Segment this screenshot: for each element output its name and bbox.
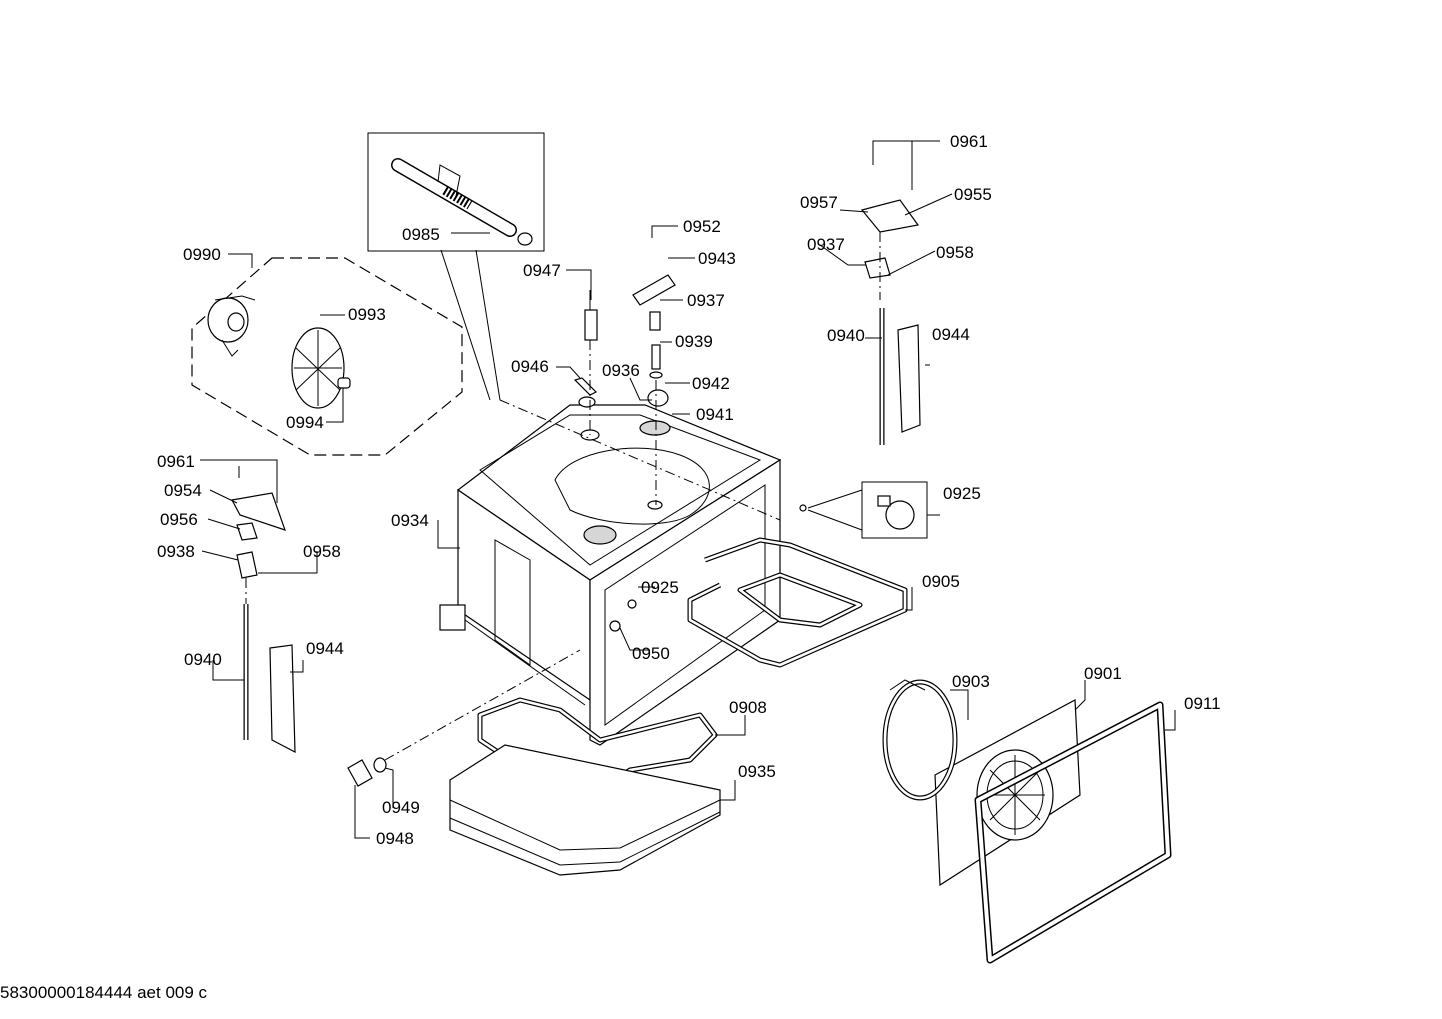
label-0947: 0947 — [523, 261, 561, 280]
label-0950: 0950 — [632, 644, 670, 663]
label-0936: 0936 — [602, 361, 640, 380]
ring-element-0903 — [882, 679, 958, 801]
label-0955: 0955 — [954, 185, 992, 204]
label-0994: 0994 — [286, 413, 324, 432]
label-0937-top: 0937 — [687, 291, 725, 310]
door-seal-0911 — [974, 701, 1172, 964]
label-0901: 0901 — [1084, 664, 1122, 683]
label-0946: 0946 — [511, 357, 549, 376]
oven-cavity — [439, 404, 782, 746]
lamp-holder-0948 — [347, 599, 637, 787]
label-0942: 0942 — [692, 374, 730, 393]
label-0938: 0938 — [157, 542, 195, 561]
part-labels: 0985 0990 0993 0994 0947 0952 0943 0937 … — [157, 132, 1221, 848]
label-0903: 0903 — [952, 672, 990, 691]
label-0939: 0939 — [675, 332, 713, 351]
label-0954: 0954 — [164, 481, 202, 500]
label-0908: 0908 — [729, 698, 767, 717]
grill-element-0905 — [687, 537, 908, 668]
label-0937-right: 0937 — [807, 235, 845, 254]
lamp-inset-0925 — [799, 481, 928, 539]
fan-assembly-group — [191, 257, 463, 456]
label-0940-right: 0940 — [827, 326, 865, 345]
top-components — [573, 274, 676, 505]
inset-0985-detail — [367, 132, 545, 401]
document-id-footer: 58300000184444 aet 009 c — [0, 983, 208, 1002]
label-0911: 0911 — [1184, 694, 1221, 713]
label-0958-left: 0958 — [303, 542, 341, 561]
label-0961-left: 0961 — [157, 452, 195, 471]
leader-lines — [200, 140, 1176, 839]
label-0905: 0905 — [922, 572, 960, 591]
label-0925-small: 0925 — [641, 578, 679, 597]
label-0961-right: 0961 — [950, 132, 988, 151]
label-0957: 0957 — [800, 193, 838, 212]
label-0944-right: 0944 — [932, 325, 970, 344]
label-0952: 0952 — [683, 217, 721, 236]
label-0990: 0990 — [183, 245, 221, 264]
label-0949: 0949 — [382, 798, 420, 817]
label-0934: 0934 — [391, 511, 429, 530]
label-0958-right: 0958 — [936, 243, 974, 262]
label-0993: 0993 — [348, 305, 386, 324]
label-0948: 0948 — [376, 829, 414, 848]
label-0935: 0935 — [738, 762, 776, 781]
label-0944-left: 0944 — [306, 639, 344, 658]
insulation-0935 — [449, 744, 721, 876]
label-0940-left: 0940 — [184, 650, 222, 669]
label-0956: 0956 — [160, 510, 198, 529]
left-bracket-group — [231, 466, 296, 754]
right-bracket-group — [860, 145, 921, 445]
label-0985: 0985 — [402, 225, 440, 244]
label-0941: 0941 — [696, 405, 734, 424]
label-0925-lamp: 0925 — [943, 484, 981, 503]
label-0943: 0943 — [698, 249, 736, 268]
